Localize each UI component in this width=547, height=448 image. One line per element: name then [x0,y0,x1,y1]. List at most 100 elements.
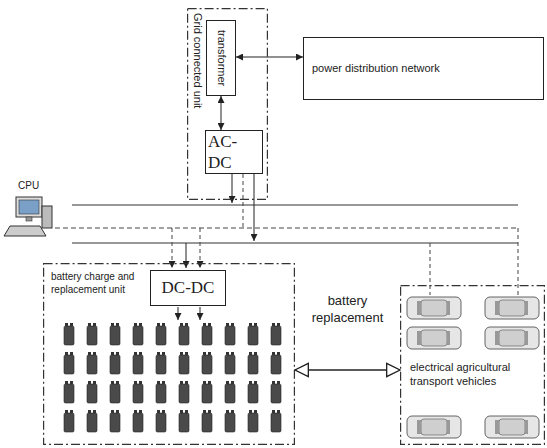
power-arrow [254,167,255,241]
battery-terminal [277,381,280,384]
battery [64,413,74,432]
battery-terminal [185,410,188,413]
network-box: power distribution network [303,37,544,100]
battery [133,413,143,432]
battery-terminal [70,410,73,413]
battery-terminal [231,323,234,326]
vehicle-cab [421,330,447,346]
battery-terminal [157,381,160,384]
battery-terminal [254,323,257,326]
battery-terminal [139,352,142,355]
control-wire [518,228,519,295]
vehicle-group: electrical agricultural transport vehicl… [400,285,545,445]
battery-terminal [277,323,280,326]
battery-terminal [116,381,119,384]
battery-terminal [139,323,142,326]
vehicle-cab [499,300,525,316]
battery [202,355,212,374]
monitor [16,197,42,217]
battery [64,384,74,403]
battery-terminal [162,381,165,384]
battery-terminal [162,323,165,326]
node-label: AC-DC [208,131,260,174]
battery-terminal [226,323,229,326]
battery-terminal [231,352,234,355]
vehicle-body [407,327,461,349]
battery [225,384,235,403]
node-label: DC-DC [162,277,215,298]
battery-terminal [162,352,165,355]
battery [87,384,97,403]
vehicle-cab [421,419,447,435]
battery-terminal [208,323,211,326]
battery [64,326,74,345]
computer-icon [4,197,52,236]
battery-terminal [249,352,252,355]
battery-terminal [157,352,160,355]
battery [110,326,120,345]
battery-terminal [111,352,114,355]
battery-terminal [88,352,91,355]
battery [156,326,166,345]
battery [179,355,189,374]
battery-terminal [157,323,160,326]
battery-terminal [65,323,68,326]
battery [133,384,143,403]
battery [225,355,235,374]
battery-terminal [111,410,114,413]
battery-terminal [277,352,280,355]
battery-terminal [203,381,206,384]
battery-terminal [180,352,183,355]
control-line [55,228,518,229]
battery [156,355,166,374]
node-label: power distribution network [312,62,440,76]
battery-terminal [208,352,211,355]
vehicle-icon [407,297,461,319]
stand [26,217,32,221]
battery-terminal [272,352,275,355]
vehicle-body [485,297,539,319]
battery-terminal [116,352,119,355]
battery-terminal [226,381,229,384]
battery [202,384,212,403]
vehicle-cab [499,330,525,346]
battery-terminal [70,352,73,355]
vehicle-icon [485,416,539,438]
battery-terminal [70,381,73,384]
battery-terminal [134,352,137,355]
battery-terminal [272,410,275,413]
component-box: transformer [206,20,236,96]
windshield [417,301,421,315]
battery-terminal [180,381,183,384]
battery-terminal [139,381,142,384]
battery [248,384,258,403]
battery-terminal [93,410,96,413]
battery-terminal [254,410,257,413]
battery-terminal [231,410,234,413]
rear-window [447,331,450,345]
battery-terminal [231,381,234,384]
battery-terminal [88,323,91,326]
battery-terminal [226,352,229,355]
battery [133,355,143,374]
charge-arrow [200,307,201,320]
battery [225,413,235,432]
battery [179,413,189,432]
battery-terminal [249,381,252,384]
battery-terminal [162,410,165,413]
battery-terminal [65,381,68,384]
battery-terminal [70,323,73,326]
battery-terminal [272,323,275,326]
device-label: CPU [18,180,39,193]
bus-line [72,243,518,244]
outline [44,264,295,445]
battery-terminal [88,410,91,413]
vehicle-body [407,297,461,319]
vehicle-icon [485,297,539,319]
tower [42,206,52,228]
battery-terminal [272,381,275,384]
node-label: battery charge and replacement unit [51,271,145,296]
rear-window [525,331,528,345]
battery [271,413,281,432]
